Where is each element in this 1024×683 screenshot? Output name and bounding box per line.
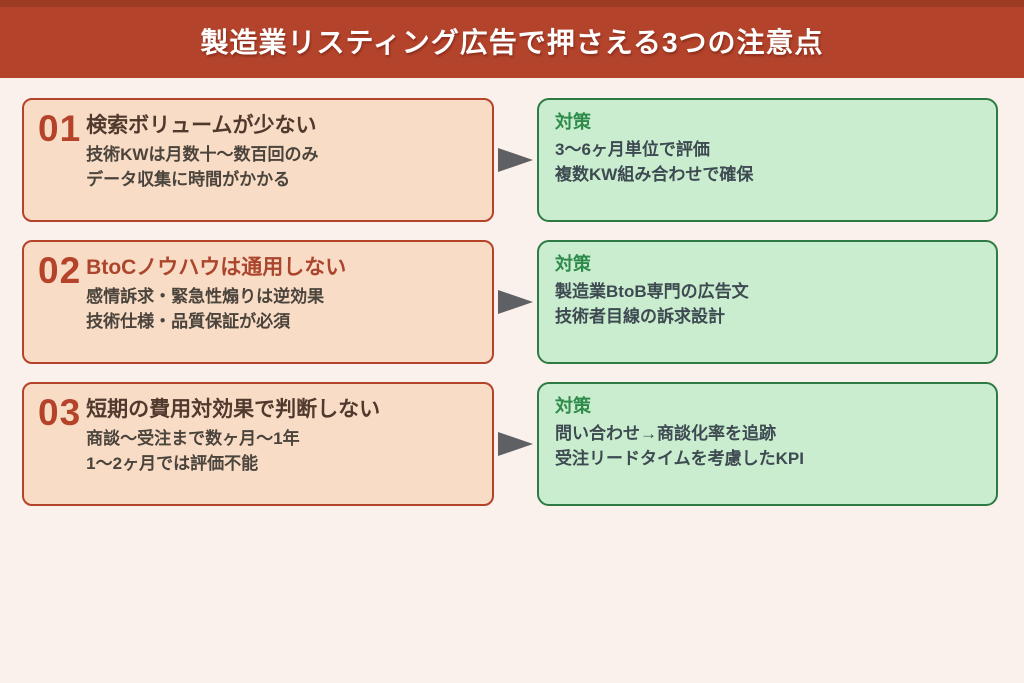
problem-number: 02	[38, 250, 82, 291]
problem-line: データ収集に時間がかかる	[86, 170, 291, 189]
arrow-right-icon	[498, 432, 533, 456]
problem-title: BtoCノウハウは通用しない	[86, 256, 347, 279]
problem-text: BtoCノウハウは通用しない 感情訴求・緊急性煽りは逆効果 技術仕様・品質保証が…	[86, 254, 346, 334]
row-1: 01 検索ボリュームが少ない 技術KWは月数十〜数百回のみ データ収集に時間がか…	[22, 98, 1024, 222]
row-3: 03 短期の費用対効果で判断しない 商談〜受注まで数ヶ月〜1年 1〜2ヶ月では評…	[22, 382, 1024, 506]
problem-number: 01	[38, 108, 82, 149]
problem-card-3: 03 短期の費用対効果で判断しない 商談〜受注まで数ヶ月〜1年 1〜2ヶ月では評…	[22, 382, 494, 506]
solution-card-1: 対策 3〜6ヶ月単位で評価 複数KW組み合わせで確保	[537, 98, 998, 222]
solution-line: 問い合わせ→商談化率を追跡	[555, 424, 776, 443]
problem-text: 検索ボリュームが少ない 技術KWは月数十〜数百回のみ データ収集に時間がかかる	[86, 112, 318, 192]
problem-line: 商談〜受注まで数ヶ月〜1年	[86, 429, 300, 448]
problem-card-2: 02 BtoCノウハウは通用しない 感情訴求・緊急性煽りは逆効果 技術仕様・品質…	[22, 240, 494, 364]
problem-line: 技術仕様・品質保証が必須	[86, 312, 291, 331]
solution-line: 製造業BtoB専門の広告文	[555, 282, 749, 301]
header-top-strip	[0, 0, 1024, 7]
problem-card-1: 01 検索ボリュームが少ない 技術KWは月数十〜数百回のみ データ収集に時間がか…	[22, 98, 494, 222]
solution-card-2: 対策 製造業BtoB専門の広告文 技術者目線の訴求設計	[537, 240, 998, 364]
solution-line: 受注リードタイムを考慮したKPI	[555, 449, 804, 468]
arrow-zone	[494, 240, 537, 364]
solution-label: 対策	[555, 254, 591, 274]
problem-line: 1〜2ヶ月では評価不能	[86, 454, 259, 473]
page-title: 製造業リスティング広告で押さえる3つの注意点	[200, 27, 824, 58]
solution-line: 3〜6ヶ月単位で評価	[555, 140, 710, 159]
solution-line: 複数KW組み合わせで確保	[555, 165, 754, 184]
header-banner: 製造業リスティング広告で押さえる3つの注意点	[0, 0, 1024, 78]
problem-line: 感情訴求・緊急性煽りは逆効果	[86, 287, 325, 306]
problem-title: 検索ボリュームが少ない	[86, 114, 317, 137]
problem-number: 03	[38, 392, 82, 433]
problem-line: 技術KWは月数十〜数百回のみ	[86, 145, 319, 164]
problem-title: 短期の費用対効果で判断しない	[86, 398, 381, 421]
arrow-right-icon	[498, 290, 533, 314]
solution-label: 対策	[555, 396, 591, 416]
solution-label: 対策	[555, 112, 591, 132]
solution-card-3: 対策 問い合わせ→商談化率を追跡 受注リードタイムを考慮したKPI	[537, 382, 998, 506]
arrow-right-icon	[498, 148, 533, 172]
row-2: 02 BtoCノウハウは通用しない 感情訴求・緊急性煽りは逆効果 技術仕様・品質…	[22, 240, 1024, 364]
solution-line: 技術者目線の訴求設計	[555, 307, 725, 326]
arrow-zone	[494, 98, 537, 222]
content-rows: 01 検索ボリュームが少ない 技術KWは月数十〜数百回のみ データ収集に時間がか…	[0, 78, 1024, 506]
arrow-zone	[494, 382, 537, 506]
problem-text: 短期の費用対効果で判断しない 商談〜受注まで数ヶ月〜1年 1〜2ヶ月では評価不能	[86, 396, 380, 476]
